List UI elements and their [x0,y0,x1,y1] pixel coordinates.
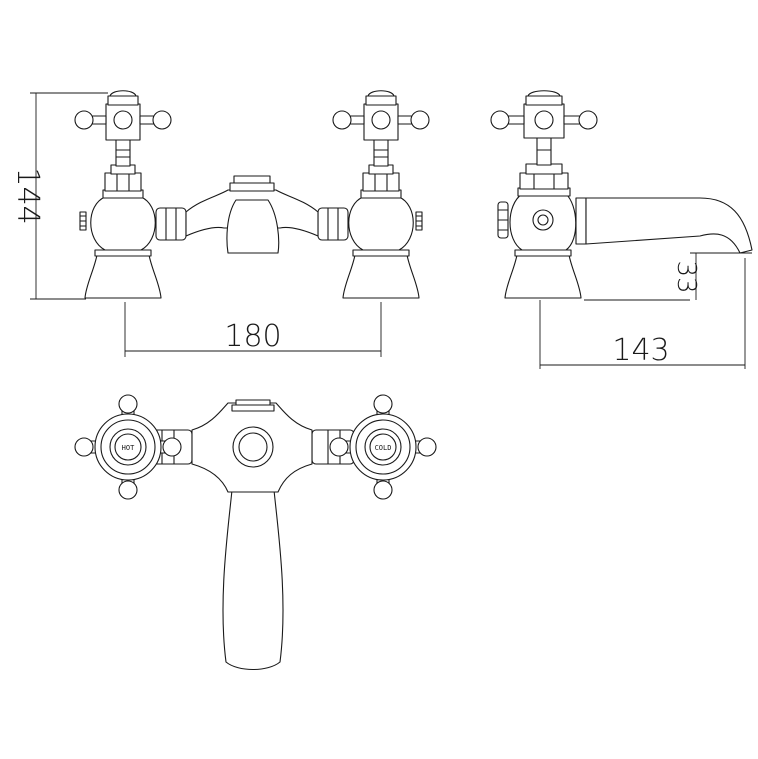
width-dimension-label: 180 [224,319,281,354]
height-dimension: 144 [10,92,108,300]
cold-label: COLD [375,444,392,452]
right-pillar [332,90,430,299]
width-dimension: 180 [124,302,382,357]
height-dimension-label: 144 [10,167,45,224]
plan-view: HOT COLD [74,394,437,671]
hot-label: HOT [122,444,135,452]
hot-handle-plan: HOT [74,394,182,500]
cold-handle-plan: COLD [329,394,437,500]
side-elevation-view: 33 143 [490,90,753,369]
front-spout [226,175,280,254]
front-elevation-view: 144 180 [10,90,430,357]
left-pillar [74,90,172,299]
depth-dimension-label: 143 [612,333,669,368]
spout-height-dimension-label: 33 [671,260,701,293]
